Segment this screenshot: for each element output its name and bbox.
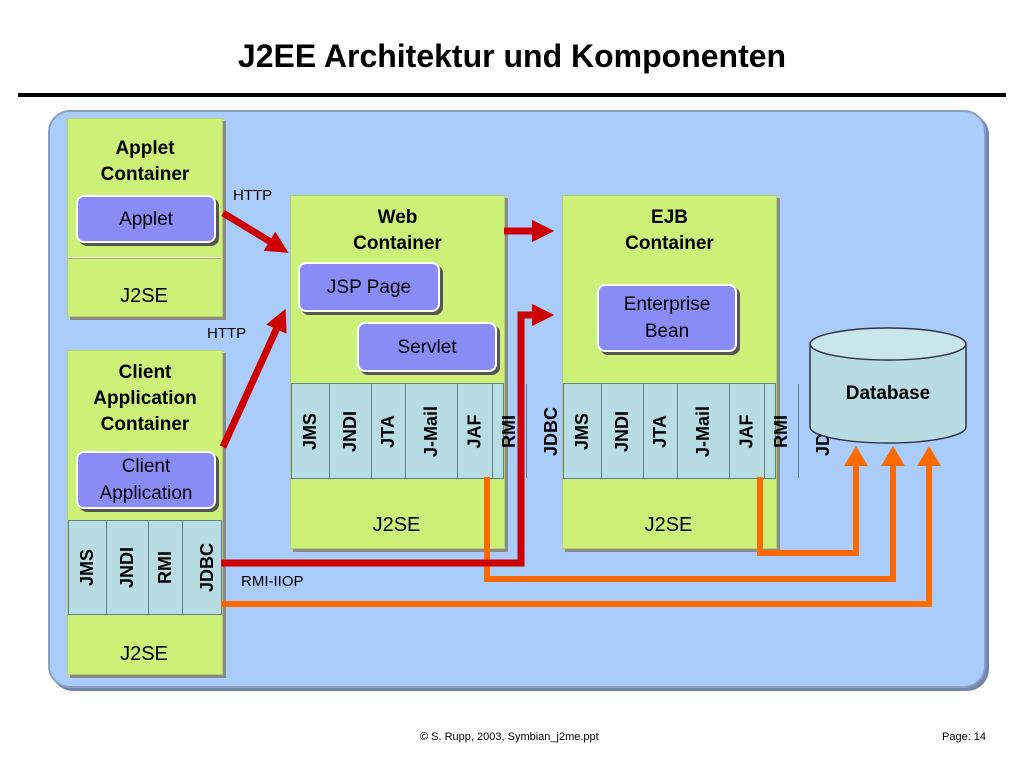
applet-component: Applet [76, 195, 216, 243]
web-to-database-line [484, 465, 896, 582]
footer-copyright: © S. Rupp, 2003, Symbian_j2me.ppt [420, 731, 599, 743]
client-api-strip: JMS JNDI RMI JDBC [68, 520, 222, 615]
ejb-container: EJB Container [562, 195, 777, 549]
arrowhead-1 [844, 446, 868, 466]
web-container-title: Web Container [353, 207, 442, 254]
api-jms: JMS [292, 384, 331, 478]
client-to-database-line [221, 465, 932, 607]
client-http-arrow [219, 308, 287, 449]
client-rmi-iiop-arrow [221, 303, 555, 567]
client-platform: J2SE [120, 643, 168, 665]
title-divider [18, 93, 1006, 97]
applet-container-divider [68, 257, 221, 259]
api-jndi: JNDI [107, 521, 150, 614]
applet-http-arrow [221, 210, 289, 253]
web-container: Web Container [290, 195, 505, 549]
database-label: Database [845, 383, 931, 404]
rmi-iiop-label: RMI-IIOP [241, 573, 304, 590]
api-jmail: J-Mail [678, 384, 730, 478]
api-jta: JTA [644, 384, 678, 478]
applet-container-title: Applet Container [100, 138, 190, 185]
client-container-title: Client Application Container [93, 362, 197, 435]
orange-connectors [221, 465, 932, 607]
web-api-strip: JMS JNDI JTA J-Mail JAF RMI JDBC [291, 383, 561, 479]
jsp-page-component: JSP Page [298, 262, 440, 312]
ejb-to-database-line [757, 465, 859, 556]
web-platform: J2SE [372, 514, 421, 536]
ejb-api-strip: JMS JNDI JTA J-Mail JAF RMI JDBC [563, 383, 833, 479]
api-jms: JMS [69, 521, 108, 614]
page-title: J2EE Architektur und Komponenten [237, 38, 787, 74]
client-application-component: Client Application [76, 451, 216, 509]
ejb-container-title: EJB Container [625, 207, 714, 254]
enterprise-bean-component: Enterprise Bean [597, 284, 737, 352]
servlet-component: Servlet [357, 322, 497, 372]
api-jta: JTA [372, 384, 406, 478]
http-label-top: HTTP [233, 187, 273, 204]
ejb-platform: J2SE [644, 514, 693, 536]
red-connectors [219, 210, 555, 567]
page-number: Page: 14 [942, 731, 987, 743]
api-jaf: JAF [730, 384, 765, 478]
arrowhead-3 [917, 446, 941, 466]
api-rmi: RMI [493, 384, 527, 478]
arrowhead-2 [881, 446, 905, 466]
database-cylinder [809, 327, 967, 444]
http-label-bottom: HTTP [207, 325, 247, 342]
api-jndi: JNDI [602, 384, 645, 478]
api-rmi: RMI [149, 521, 184, 614]
api-jaf: JAF [458, 384, 493, 478]
api-jndi: JNDI [330, 384, 373, 478]
client-application-container: Client Application Container [67, 350, 223, 675]
orange-arrowheads [844, 446, 941, 466]
api-jms: JMS [564, 384, 603, 478]
api-jmail: J-Mail [406, 384, 458, 478]
api-rmi: RMI [765, 384, 799, 478]
applet-platform: J2SE [120, 285, 168, 307]
